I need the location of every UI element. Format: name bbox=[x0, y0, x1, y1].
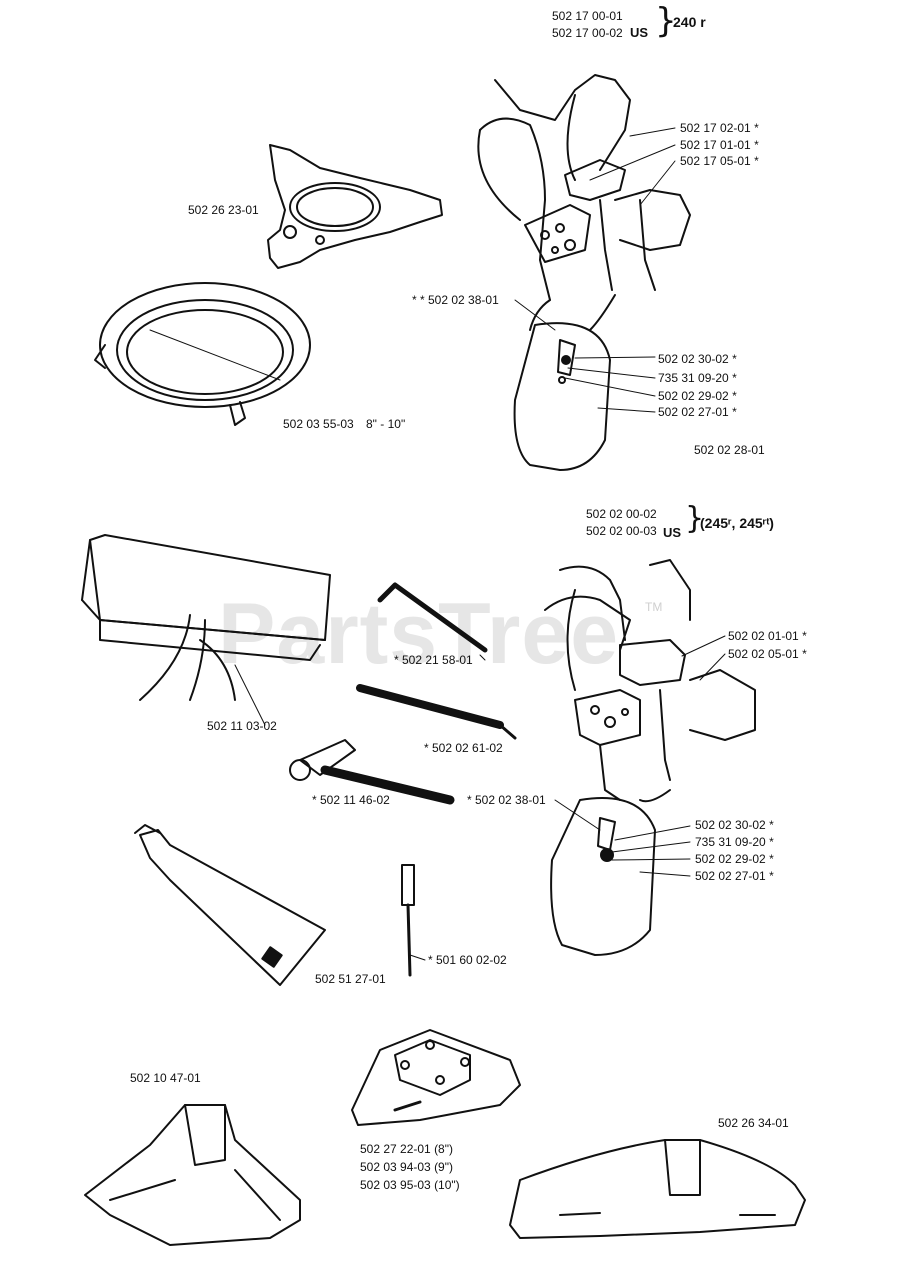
kit-245-part-1: 502 02 00-02 bbox=[586, 507, 657, 521]
grease-tube-part bbox=[134, 824, 326, 986]
kit-240-part-2: 502 17 00-02 bbox=[552, 26, 623, 40]
label-501-60-02-02: * 501 60 02-02 bbox=[428, 953, 507, 967]
label-502-02-61-02: * 502 02 61-02 bbox=[424, 741, 503, 755]
kit-245-part-2: 502 02 00-03 bbox=[586, 524, 657, 538]
hip-pad-bottom-part bbox=[550, 797, 656, 956]
large-guard-part bbox=[509, 1139, 806, 1239]
guard-plate-part bbox=[267, 144, 443, 269]
label-735-31-09-20-top: 735 31 09-20 * bbox=[658, 371, 737, 385]
harness-bottom-part bbox=[544, 559, 756, 803]
wrench-part bbox=[289, 739, 455, 805]
label-502-02-27-01-top: 502 02 27-01 * bbox=[658, 405, 737, 419]
label-502-02-29-02-top: 502 02 29-02 * bbox=[658, 389, 737, 403]
label-502-02-38-01-bottom: * 502 02 38-01 bbox=[467, 793, 546, 807]
kit-240-model: 240 r bbox=[673, 14, 706, 30]
leader-lines bbox=[234, 127, 726, 961]
harness-top-part bbox=[477, 74, 691, 331]
rod-part bbox=[356, 684, 517, 740]
label-502-17-02-01: 502 17 02-01 * bbox=[680, 121, 759, 135]
guard-ring-part bbox=[94, 282, 311, 426]
label-502-27-22-01: 502 27 22-01 (8") bbox=[360, 1142, 453, 1156]
kit-245-us: US bbox=[663, 525, 682, 540]
label-size-8-10: 8" - 10" bbox=[366, 417, 406, 431]
hex-key-part bbox=[377, 582, 488, 653]
label-502-17-01-01: 502 17 01-01 * bbox=[680, 138, 759, 152]
carry-bag-part bbox=[81, 534, 331, 701]
hip-pad-top-part bbox=[513, 322, 611, 471]
label-502-17-05-01: 502 17 05-01 * bbox=[680, 154, 759, 168]
label-502-02-27-01-bottom: 502 02 27-01 * bbox=[695, 869, 774, 883]
label-502-26-23-01: 502 26 23-01 bbox=[188, 203, 259, 217]
label-502-11-46-02: * 502 11 46-02 bbox=[312, 793, 390, 807]
label-502-02-38-01-top: * * 502 02 38-01 bbox=[412, 293, 499, 307]
label-502-02-30-02-bottom: 502 02 30-02 * bbox=[695, 818, 774, 832]
label-502-11-03-02: 502 11 03-02 bbox=[207, 719, 277, 733]
label-502-02-29-02-bottom: 502 02 29-02 * bbox=[695, 852, 774, 866]
label-502-03-94-03: 502 03 94-03 (9") bbox=[360, 1160, 453, 1174]
label-502-02-01-01: 502 02 01-01 * bbox=[728, 629, 807, 643]
trimmer-guard-part bbox=[351, 1029, 521, 1126]
kit-245-brace: } bbox=[685, 501, 705, 536]
label-502-21-58-01: * 502 21 58-01 bbox=[394, 653, 473, 667]
label-502-03-95-03: 502 03 95-03 (10") bbox=[360, 1178, 460, 1192]
label-502-03-55-03: 502 03 55-03 bbox=[283, 417, 354, 431]
fan-guard-left-part bbox=[84, 1104, 301, 1246]
label-735-31-09-20-bottom: 735 31 09-20 * bbox=[695, 835, 774, 849]
kit-245-model: (245ʳ, 245ʳᵗ) bbox=[700, 515, 774, 531]
trademark: TM bbox=[645, 600, 663, 614]
label-502-10-47-01: 502 10 47-01 bbox=[130, 1071, 201, 1085]
label-502-02-28-01: 502 02 28-01 bbox=[694, 443, 765, 457]
label-502-02-30-02-top: 502 02 30-02 * bbox=[658, 352, 737, 366]
drift-pin-part bbox=[401, 864, 415, 977]
label-502-51-27-01: 502 51 27-01 bbox=[315, 972, 386, 986]
label-502-02-05-01: 502 02 05-01 * bbox=[728, 647, 807, 661]
kit-240-us: US bbox=[630, 25, 649, 40]
kit-240-part-1: 502 17 00-01 bbox=[552, 9, 623, 23]
label-502-26-34-01: 502 26 34-01 bbox=[718, 1116, 789, 1130]
kit-240-brace: } bbox=[655, 1, 677, 41]
